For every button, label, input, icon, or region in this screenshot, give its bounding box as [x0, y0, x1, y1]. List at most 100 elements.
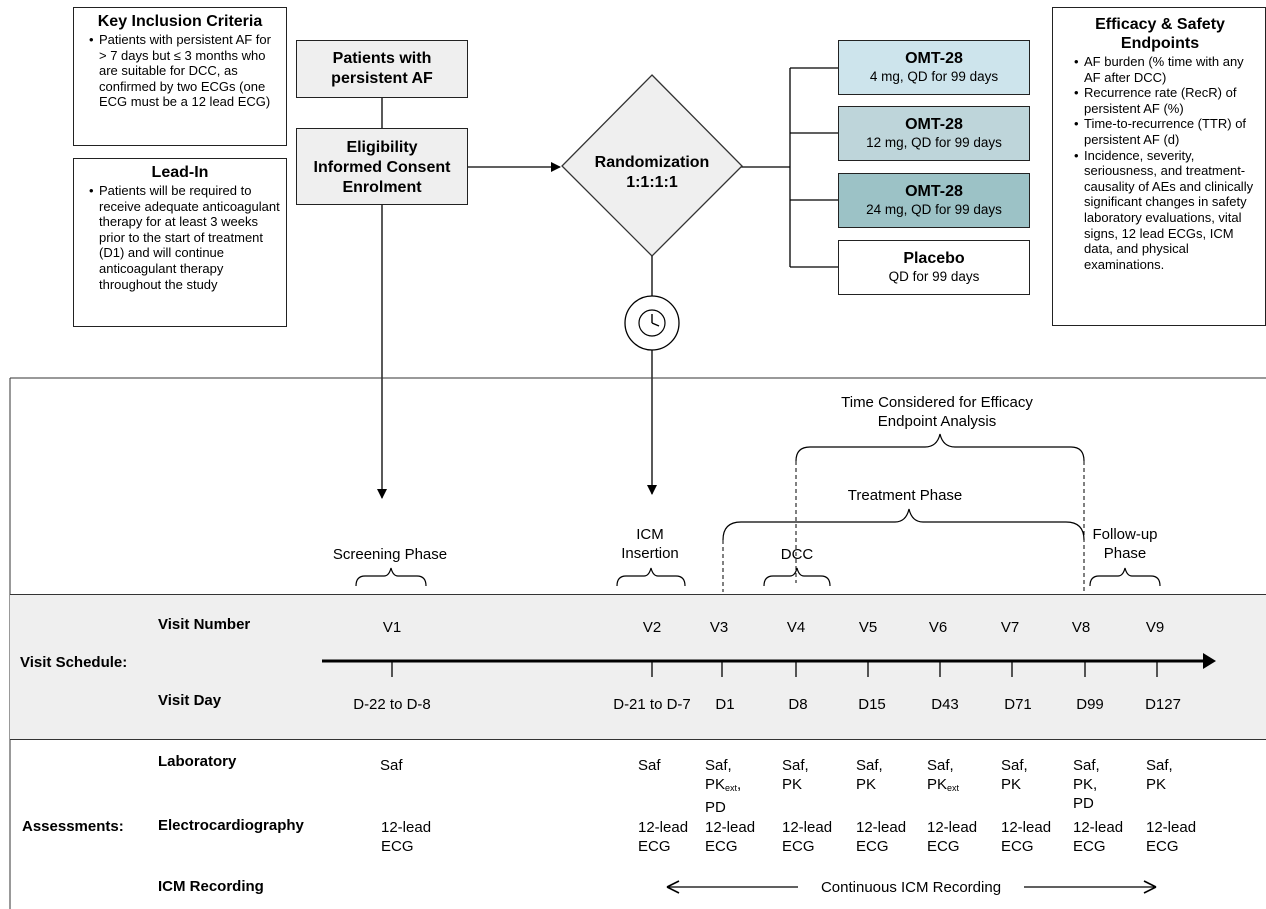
icm-insertion-label: ICM Insertion — [600, 525, 700, 563]
efficacy-brace — [795, 433, 1085, 462]
eligibility-box: Eligibility Informed Consent Enrolment — [296, 128, 468, 205]
eligibility-label: Eligibility — [346, 139, 418, 156]
enrolment-label: Enrolment — [342, 179, 422, 196]
arm-placebo: Placebo QD for 99 days — [838, 240, 1030, 295]
arm-dose: QD for 99 days — [888, 269, 980, 284]
lab-v8-line2: PK, — [1073, 776, 1098, 793]
ecg-line2: ECG — [638, 838, 671, 855]
lab-v5-line2: PK — [856, 776, 877, 793]
visit-number: V3 — [709, 619, 729, 636]
ecg-line1: 12-lead — [927, 819, 978, 836]
lab-v3-line1: Saf, — [705, 757, 732, 774]
visit-schedule-label: Visit Schedule: — [20, 654, 128, 671]
visit-number: V9 — [1145, 619, 1165, 636]
ecg-line1: 12-lead — [1073, 819, 1124, 836]
arm-title: Placebo — [903, 250, 965, 267]
ext-subscript: ext — [725, 783, 738, 793]
inclusion-criteria-box: Key Inclusion Criteria Patients with per… — [73, 7, 287, 146]
visit-day: D71 — [1004, 696, 1032, 713]
lab-v8-line3: PD — [1073, 795, 1094, 812]
ecg-line1: 12-lead — [381, 819, 432, 836]
lab-v4-line2: PK — [782, 776, 803, 793]
ecg-line2: ECG — [381, 838, 414, 855]
icm-recording-label: ICM Recording — [158, 878, 264, 895]
endpoint-item: Incidence, severity, seriousness, and tr… — [1074, 148, 1261, 273]
screening-phase-label: Screening Phase — [332, 546, 448, 563]
efficacy-line2: Endpoint Analysis — [877, 413, 997, 430]
lab-v6-line2: PKext — [927, 775, 959, 798]
icm-line1: ICM — [636, 526, 664, 543]
arm-dose: 24 mg, QD for 99 days — [866, 202, 1002, 217]
visit-number: V5 — [858, 619, 878, 636]
timeline-arrowhead — [1203, 653, 1216, 669]
assessments-label: Assessments: — [22, 818, 124, 835]
lab-v8-line1: Saf, — [1073, 757, 1100, 774]
inclusion-criteria-item: Patients with persistent AF for > 7 days… — [89, 32, 280, 110]
lab-v1: Saf — [380, 757, 403, 774]
lab-v6-line1: Saf, — [927, 757, 954, 774]
ecg-line1: 12-lead — [856, 819, 907, 836]
continuous-icm-label: Continuous ICM Recording — [820, 879, 1002, 896]
visit-day: D43 — [931, 696, 959, 713]
ecg-line2: ECG — [782, 838, 815, 855]
lab-v3: Saf, PKext, PD — [705, 756, 741, 817]
lab-v4-line1: Saf, — [782, 757, 809, 774]
ecg-line1: 12-lead — [1146, 819, 1197, 836]
endpoint-item: AF burden (% time with any AF after DCC) — [1074, 54, 1261, 85]
lab-v8: Saf, PK, PD — [1073, 756, 1100, 813]
ecg-line1: 12-lead — [1001, 819, 1052, 836]
pk-text: PK — [705, 776, 726, 793]
inclusion-criteria-title: Key Inclusion Criteria — [97, 13, 263, 30]
visit-number-label: Visit Number — [158, 616, 251, 633]
randomization-title: Randomization — [594, 154, 710, 171]
ecg-line2: ECG — [705, 838, 738, 855]
visit-number: V7 — [1000, 619, 1020, 636]
endpoints-title: Efficacy & Safety Endpoints — [1095, 16, 1225, 52]
ecg-line1: 12-lead — [638, 819, 689, 836]
lab-v9: Saf, PK — [1146, 756, 1173, 794]
treatment-brace — [722, 508, 1085, 541]
lead-in-title: Lead-In — [151, 164, 209, 181]
patients-box: Patients with persistent AF — [296, 40, 468, 98]
efficacy-analysis-label: Time Considered for Efficacy Endpoint An… — [800, 393, 1074, 431]
ecg-line2: ECG — [927, 838, 960, 855]
electrocardiography-label: Electrocardiography — [158, 817, 304, 834]
comma: , — [737, 776, 742, 793]
lab-v9-line2: PK — [1146, 776, 1167, 793]
endpoint-item: Recurrence rate (RecR) of persistent AF … — [1074, 85, 1261, 116]
visit-schedule-band — [10, 594, 1266, 740]
lab-v7-line2: PK — [1001, 776, 1022, 793]
lab-v3-line3: PD — [705, 799, 726, 816]
followup-line2: Phase — [1103, 545, 1147, 562]
arm-dose: 4 mg, QD for 99 days — [869, 69, 999, 84]
visit-day: D-21 to D-7 — [613, 696, 691, 713]
lead-in-box: Lead-In Patients will be required to rec… — [73, 158, 287, 327]
lab-v5: Saf, PK — [856, 756, 883, 794]
arm-24mg: OMT-28 24 mg, QD for 99 days — [838, 173, 1030, 228]
ecg-line1: 12-lead — [705, 819, 756, 836]
lab-v6: Saf, PKext — [927, 756, 959, 798]
randomization-label: Randomization 1:1:1:1 — [582, 153, 722, 193]
visit-number: V1 — [382, 619, 402, 636]
visit-number: V2 — [642, 619, 662, 636]
dcc-label: DCC — [780, 546, 814, 563]
visit-day: D99 — [1076, 696, 1104, 713]
followup-line1: Follow-up — [1092, 526, 1158, 543]
informed-consent-label: Informed Consent — [313, 159, 451, 176]
visit-number: V6 — [928, 619, 948, 636]
randomization-ratio: 1:1:1:1 — [626, 174, 678, 191]
endpoint-item: Time-to-recurrence (TTR) of persistent A… — [1074, 116, 1261, 147]
ecg-line2: ECG — [856, 838, 889, 855]
lab-v9-line1: Saf, — [1146, 757, 1173, 774]
treatment-phase-label: Treatment Phase — [847, 487, 963, 504]
visit-number: V4 — [786, 619, 806, 636]
